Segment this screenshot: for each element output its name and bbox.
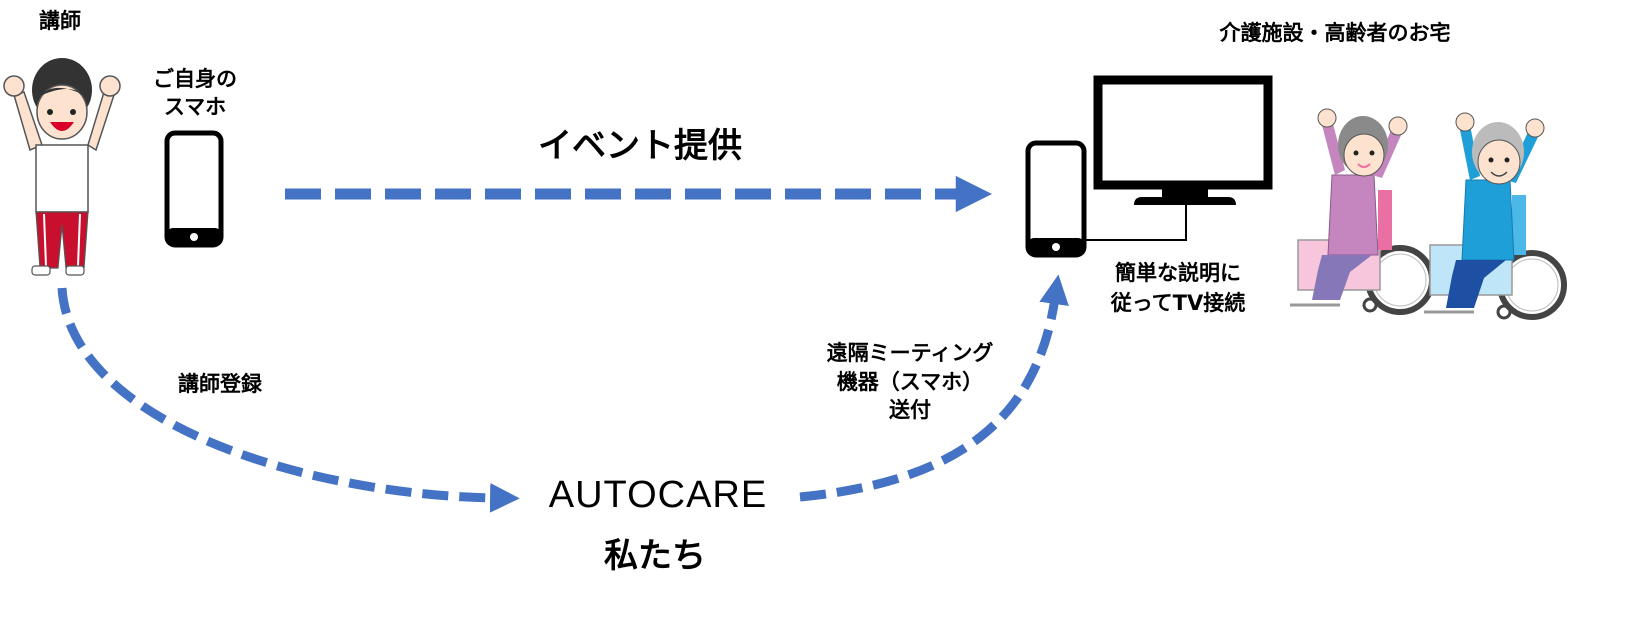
company-brand-logo: AUTOCARE: [548, 474, 768, 516]
ship-flow-label-line3: 送付: [889, 398, 931, 422]
instructor-phone-icon: [164, 130, 224, 248]
instructor-phone-label-line1: ご自身の: [153, 67, 237, 91]
tv-icon: [1093, 75, 1273, 205]
facility-setup-line2: 従ってTV接続: [1110, 291, 1246, 315]
register-flow-label: 講師登録: [178, 372, 262, 396]
ship-flow-label-line1: 遠隔ミーティング: [826, 341, 994, 365]
facility-setup-line1: 簡単な説明に: [1115, 261, 1241, 285]
elderly-woman-illustration: [1290, 108, 1435, 315]
instructor-phone-label-line2: スマホ: [163, 95, 227, 119]
event-flow-label: イベント提供: [538, 126, 742, 166]
instructor-title: 講師: [39, 9, 81, 33]
register-flow-arrow: [57, 287, 520, 513]
instructor-illustration: [3, 58, 121, 276]
company-subtitle: 私たち: [604, 536, 706, 576]
facility-phone-icon: [1025, 140, 1187, 258]
ship-flow-arrow: [799, 274, 1069, 502]
elderly-man-illustration: [1424, 112, 1567, 320]
ship-flow-label-line2: 機器（スマホ）: [836, 370, 984, 394]
facility-title: 介護施設・高齢者のお宅: [1219, 21, 1451, 45]
